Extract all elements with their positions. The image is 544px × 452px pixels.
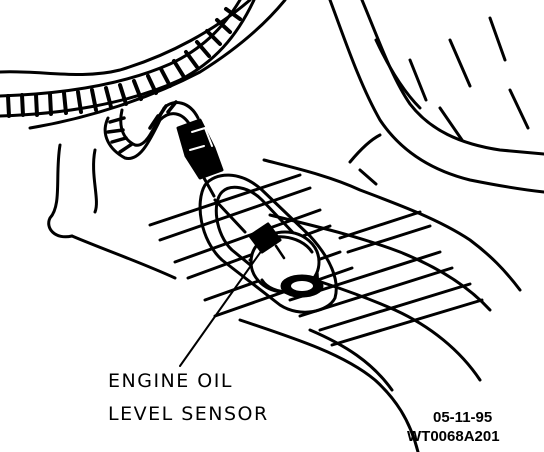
callout-label-line1: ENGINE OIL (108, 370, 233, 392)
engine-oil-level-sensor (248, 222, 324, 298)
engine-block (0, 0, 287, 280)
sensor-connector (176, 118, 224, 198)
ribbed-hose (0, 0, 256, 118)
callout-leader-line (179, 249, 263, 367)
pan-flange (238, 168, 420, 452)
callout-label-line2: LEVEL SENSOR (108, 403, 269, 425)
oil-pan (248, 0, 544, 382)
reference-date: 05-11-95 (433, 409, 493, 426)
reference-code: WT0068A201 (407, 428, 500, 445)
sensor-wiring-harness (103, 100, 200, 160)
